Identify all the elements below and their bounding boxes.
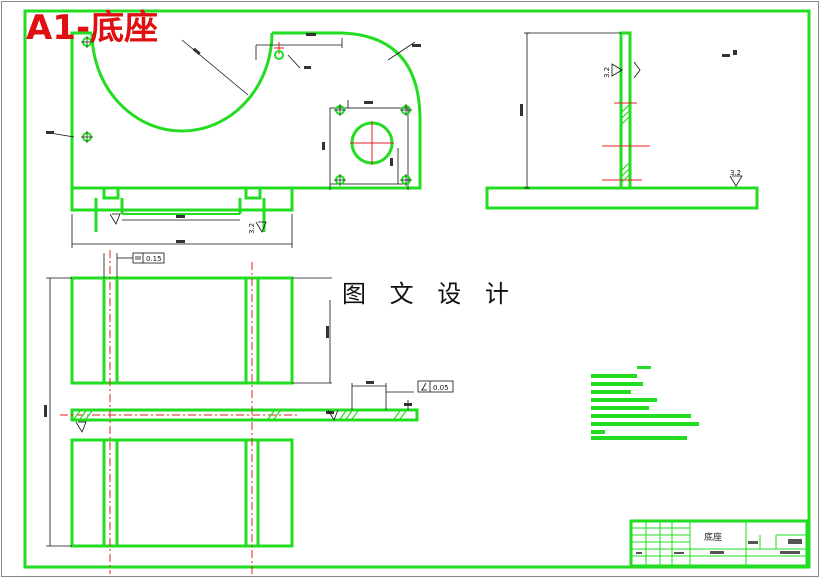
front-roughness-value: 3.2 <box>248 223 256 234</box>
side-center-lines <box>602 102 650 181</box>
front-base-strip <box>70 186 294 212</box>
plan-annotations <box>46 253 414 547</box>
plan-slot-fills <box>102 276 260 548</box>
technical-requirements <box>591 366 699 440</box>
side-roughness-symbols <box>611 61 743 187</box>
plan-center-lines <box>60 250 300 574</box>
plan-roughness-symbols <box>75 409 339 433</box>
front-center-lines <box>274 42 394 165</box>
front-hole-cross <box>81 36 412 186</box>
plan-upper-right-pad <box>256 276 294 385</box>
tech-req-line-5 <box>591 406 649 410</box>
plan-dim-marks <box>44 326 412 417</box>
watermark-text: 图 文 设 计 <box>342 280 517 308</box>
side-view <box>485 31 759 210</box>
tech-req-line-1 <box>591 374 637 378</box>
hole-top-slot <box>274 50 284 60</box>
plan-upper-mid-pad <box>115 276 249 385</box>
drawing-frame <box>23 9 811 569</box>
title-block: 底座 <box>629 519 809 568</box>
side-dim-marks <box>520 50 737 116</box>
front-holes <box>82 37 411 185</box>
front-plate-outline <box>70 31 422 190</box>
side-view-outline <box>524 32 621 189</box>
plan-lower-mid-pad <box>115 438 249 548</box>
front-slot-right <box>244 186 262 200</box>
plan-hatching <box>73 410 407 420</box>
tech-req-heading <box>637 366 651 369</box>
side-hatching <box>621 104 630 183</box>
tech-req-line-4 <box>591 398 657 402</box>
flatness-tolerance-frame: 0.15 <box>117 252 165 264</box>
perpendicularity-tolerance-frame: 0.05 <box>417 380 454 393</box>
tech-req-line-3 <box>591 390 631 394</box>
drawing-title: A1-底座 <box>26 8 159 48</box>
front-dim-marks <box>46 33 421 243</box>
front-view <box>70 31 422 232</box>
front-roughness-symbol <box>109 213 267 233</box>
plan-center-bar <box>70 408 419 422</box>
tech-req-line-8 <box>591 430 605 434</box>
flatness-tolerance-value: 0.15 <box>146 255 162 263</box>
side-upright <box>619 31 632 190</box>
title-block-part-name: 底座 <box>704 531 722 543</box>
front-slot-left <box>102 186 120 200</box>
plan-lower-right-pad <box>256 438 294 548</box>
perpendicularity-tolerance-value: 0.05 <box>433 384 449 392</box>
front-semicircle-cutout <box>90 32 274 133</box>
tech-req-line-9 <box>591 436 687 440</box>
side-base-plate <box>485 186 759 210</box>
tech-req-line-6 <box>591 414 691 418</box>
tech-req-line-2 <box>591 382 643 386</box>
side-roughness-value-1: 3.2 <box>603 67 611 78</box>
front-view-annotations <box>49 38 416 248</box>
side-roughness-value-2: 3.2 <box>730 169 741 177</box>
tech-req-line-7 <box>591 422 699 426</box>
